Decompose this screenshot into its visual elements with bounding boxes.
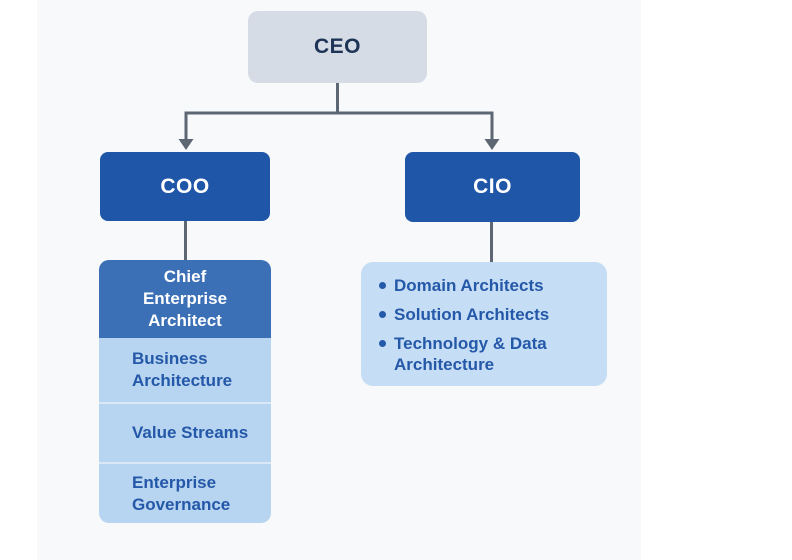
- coo-detail-card: Chief Enterprise Architect Business Arch…: [99, 260, 271, 523]
- stack-row-label: Business Architecture: [132, 349, 233, 390]
- bullet-icon: [379, 340, 386, 347]
- cio-detail-card: Domain Architects Solution Architects Te…: [361, 262, 607, 386]
- list-item-label: Domain Architects: [394, 276, 544, 295]
- org-chart-canvas: CEO COO CIO Chief Enterprise Architect B…: [37, 0, 641, 560]
- stack-row-business-architecture: Business Architecture: [99, 338, 271, 402]
- stack-row-value-streams: Value Streams: [99, 402, 271, 462]
- stack-row-enterprise-governance: Enterprise Governance: [99, 462, 271, 523]
- bullet-icon: [379, 311, 386, 318]
- node-coo: COO: [100, 152, 270, 221]
- list-item-solution-architects: Solution Architects: [379, 304, 595, 325]
- list-item-label: Solution Architects: [394, 305, 550, 324]
- arrow-down-icon: [178, 139, 194, 150]
- node-coo-label: COO: [160, 174, 210, 198]
- arrow-down-icon: [484, 139, 500, 150]
- chief-enterprise-architect-header: Chief Enterprise Architect: [99, 260, 271, 338]
- list-item-technology-data-architecture: Technology & Data Architecture: [379, 333, 595, 375]
- node-cio-label: CIO: [473, 175, 512, 198]
- list-item-domain-architects: Domain Architects: [379, 275, 595, 296]
- bullet-icon: [379, 282, 386, 289]
- chief-enterprise-architect-label: Chief Enterprise Architect: [142, 267, 228, 330]
- node-cio: CIO: [405, 152, 580, 222]
- list-item-label: Technology & Data Architecture: [394, 334, 547, 374]
- stack-row-label: Enterprise Governance: [132, 472, 231, 514]
- stack-row-label: Value Streams: [132, 423, 249, 442]
- node-ceo-label: CEO: [313, 35, 361, 58]
- node-ceo: CEO: [248, 11, 427, 83]
